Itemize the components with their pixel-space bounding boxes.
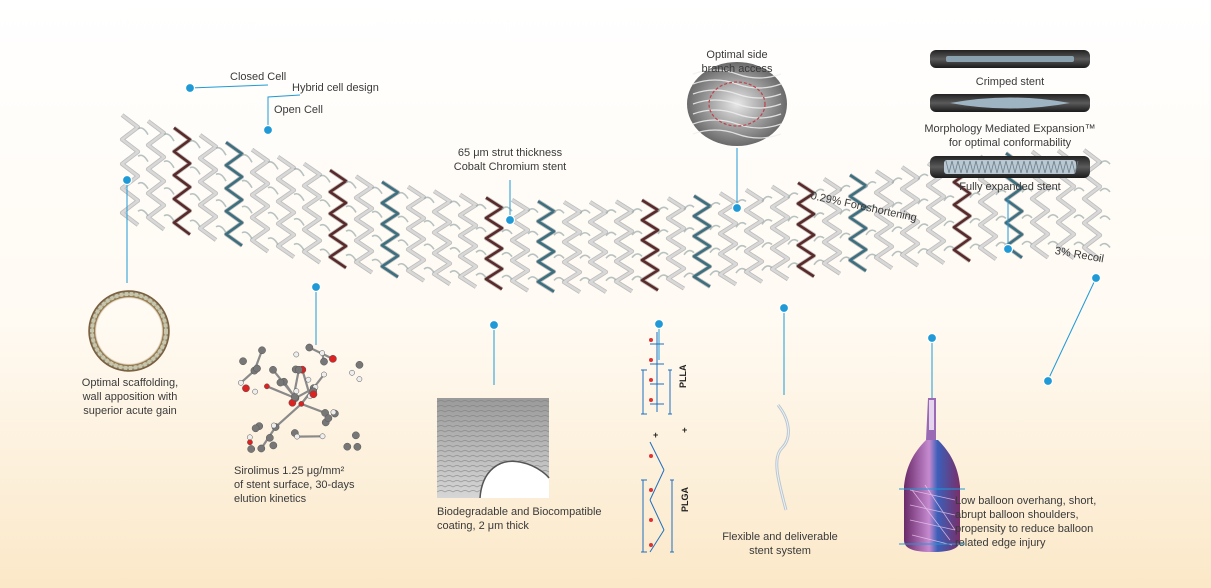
dot-recoil-top (1090, 272, 1102, 284)
label-side-branch-line1: Optimal side (706, 49, 768, 61)
callout-open-cell (267, 94, 301, 130)
dot-plla (653, 318, 665, 330)
label-scaffolding: Optimal scaffolding, wall apposition wit… (55, 376, 205, 418)
label-plus-2: + (653, 430, 659, 440)
label-fully-expanded: Fully expanded stent (959, 181, 1061, 193)
label-balloon-line1: Low balloon overhang, short, (955, 495, 1097, 507)
label-strut-line2: Cobalt Chromium stent (453, 161, 567, 173)
label-coating-line1: Biodegradable and Biocompatible (437, 506, 602, 518)
label-scaffolding-line3: superior acute gain (83, 405, 177, 417)
flexible-stent-system-image (775, 404, 790, 511)
label-sirolimus-line3: elution kinetics (234, 493, 307, 505)
label-coating: Biodegradable and Biocompatible coating,… (437, 505, 602, 533)
sirolimus-molecule-image (238, 343, 364, 453)
label-mme-line1: Morphology Mediated Expansion™ (924, 123, 1096, 135)
label-open-cell: Open Cell (274, 104, 323, 116)
label-closed-cell: Closed Cell (230, 71, 287, 83)
side-branch-image (687, 62, 787, 146)
fully-expanded-stent-image (930, 156, 1090, 178)
label-balloon-line4: related edge injury (955, 537, 1046, 549)
label-flexible-line1: Flexible and deliverable (722, 531, 838, 543)
dot-coating (488, 319, 500, 331)
label-strut: 65 μm strut thickness Cobalt Chromium st… (430, 146, 590, 174)
dot-foreshortening (1002, 243, 1014, 255)
label-plus-1: + (682, 425, 688, 435)
label-plla: PLLA (678, 364, 688, 389)
label-side-branch-line2: branch access (701, 63, 773, 75)
label-mme-line2: for optimal conformability (948, 137, 1072, 149)
label-balloon-line2: abrupt balloon shoulders, (955, 509, 1079, 521)
dot-recoil-bottom (1042, 375, 1054, 387)
label-plga: PLGA (680, 486, 690, 512)
balloon-catheter-image (899, 398, 965, 552)
label-side-branch: Optimal side branch access (677, 48, 797, 76)
dot-strut (504, 214, 516, 226)
label-sirolimus-line2: of stent surface, 30-days (234, 479, 355, 491)
label-balloon-line3: propensity to reduce balloon (955, 523, 1094, 535)
coating-micrograph-image (436, 398, 550, 499)
callout-dots (121, 82, 1102, 387)
label-scaffolding-line1: Optimal scaffolding, (81, 377, 179, 389)
label-balloon: Low balloon overhang, short, abrupt ball… (955, 494, 1096, 550)
label-coating-line2: coating, 2 μm thick (437, 520, 529, 532)
crimped-stent-image (930, 50, 1090, 68)
stent-body (119, 113, 1111, 294)
label-flexible-line2: stent system (749, 545, 811, 557)
label-sirolimus: Sirolimus 1.25 μg/mm² of stent surface, … (234, 464, 354, 506)
label-flexible: Flexible and deliverable stent system (700, 530, 860, 558)
dot-open-cell (262, 124, 274, 136)
cross-section-ring-image (88, 290, 170, 372)
stent-states-images (930, 50, 1090, 178)
dot-balloon (926, 332, 938, 344)
label-crimped: Crimped stent (975, 76, 1045, 88)
label-sirolimus-line1: Sirolimus 1.25 μg/mm² (234, 465, 345, 477)
polymer-structures-image (641, 332, 674, 553)
callout-recoil (1047, 277, 1097, 381)
dot-closed-cell (184, 82, 196, 94)
callout-closed-cell (189, 84, 269, 89)
mme-stent-image (930, 94, 1090, 112)
dot-scaffolding (121, 174, 133, 186)
dot-sirolimus (310, 281, 322, 293)
callout-lines (126, 84, 1097, 400)
label-hybrid-cell: Hybrid cell design (292, 82, 379, 94)
dot-flexible (778, 302, 790, 314)
label-scaffolding-line2: wall apposition with (82, 391, 178, 403)
dot-side-branch (731, 202, 743, 214)
label-mme: Morphology Mediated Expansion™ for optim… (905, 122, 1115, 150)
label-strut-line1: 65 μm strut thickness (457, 147, 563, 159)
